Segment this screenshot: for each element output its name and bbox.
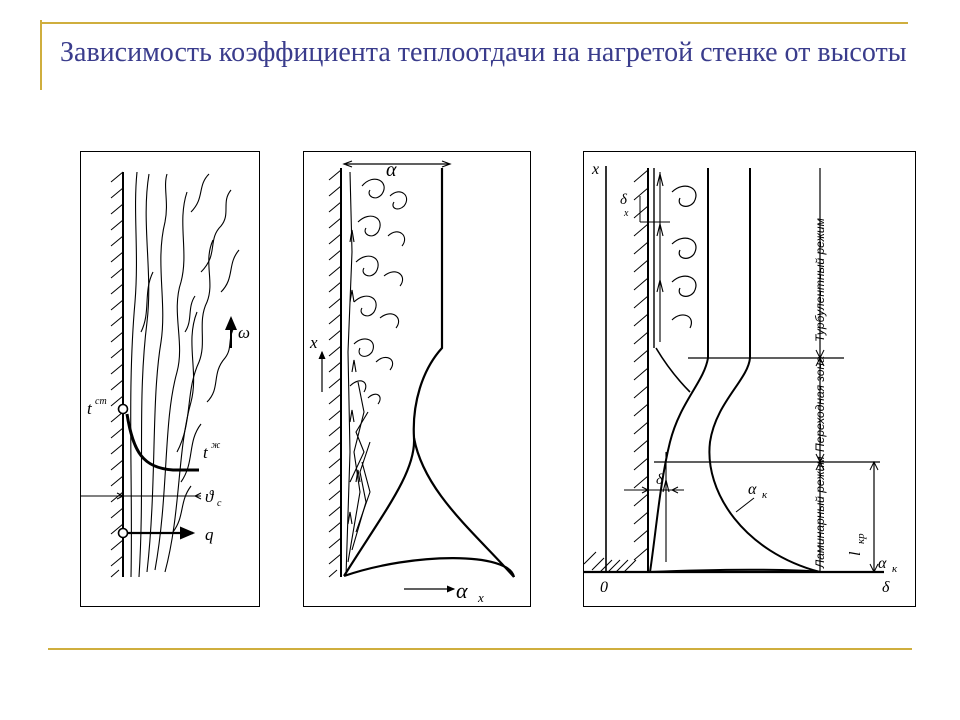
outer-boundary-edge: [649, 168, 821, 573]
transition-inner-curve: [655, 347, 691, 393]
wall-hatching: [328, 169, 342, 578]
alpha-x-curve-upper: [412, 437, 515, 578]
label-delta-bottom: δ: [656, 472, 664, 488]
label-turbulent-regime: Турбулентный режим: [813, 218, 827, 342]
label-height: x: [591, 161, 599, 178]
label-delta-top-sub: x: [623, 208, 629, 219]
label-alpha-x: α: [456, 578, 468, 603]
label-laminar-regime: Ламинарный режим: [813, 456, 827, 569]
label-alpha-x-sub: x: [477, 590, 484, 605]
footer-accent-line: [48, 648, 912, 650]
label-delta-top: δ: [620, 192, 628, 208]
label-alpha-top: α: [386, 159, 397, 181]
label-thickness-sub: с: [217, 498, 222, 509]
label-delta-axis: δ: [882, 579, 890, 596]
wall-hatching: [110, 171, 124, 578]
label-thickness: ϑ: [205, 487, 215, 506]
label-t-fluid: t: [203, 443, 209, 462]
alpha-k-leader: [735, 497, 755, 513]
label-origin: 0: [600, 579, 608, 596]
near-wall-flow-lines: [345, 171, 371, 577]
label-t-fluid-sup: ж: [211, 440, 221, 451]
label-velocity: ω: [238, 323, 250, 342]
wall-temperature-point: [117, 403, 129, 415]
alpha-profile-diagram: α x: [309, 159, 516, 605]
label-height: x: [309, 333, 318, 352]
label-alpha-axis-sub: к: [892, 563, 898, 575]
label-t-wall: t: [87, 399, 93, 418]
label-l-kr: l: [847, 551, 864, 556]
label-l-kr-sub: кр: [855, 533, 867, 544]
title-accent-vertical: [40, 20, 42, 90]
flow-regimes-diagram: x 0 δ x: [584, 161, 898, 596]
label-alpha-axis: α: [878, 555, 887, 572]
temperature-profile: [125, 413, 199, 472]
laminar-boundary-edge: [649, 168, 709, 573]
near-wall-arrows: [347, 229, 361, 525]
label-t-wall-sup: ст: [95, 396, 107, 407]
label-alpha-k: α: [748, 481, 757, 498]
alpha-x-curve: [343, 168, 516, 578]
flow-streamlines: [130, 171, 240, 578]
wall-hatching: [584, 169, 649, 573]
label-heat-flux: q: [205, 525, 214, 544]
flow-structure-diagram: t ст t ж ω ϑ с q: [81, 171, 250, 578]
turbulent-eddies: [349, 178, 408, 405]
panel-flow-structure: t ст t ж ω ϑ с q: [80, 151, 260, 607]
slide-title: Зависимость коэффициента теплоотдачи на …: [60, 37, 907, 68]
turbulent-eddies: [671, 185, 697, 329]
delta-top-dimension: [639, 196, 670, 223]
title-accent-horizontal: [40, 22, 908, 24]
label-transition-zone: Переходная зона: [813, 356, 827, 452]
panel-alpha-profile: α x: [303, 151, 531, 607]
panel-flow-regimes: x 0 δ x: [583, 151, 916, 607]
heat-flux-point: [117, 527, 129, 539]
label-alpha-k-sub: к: [762, 489, 768, 501]
near-wall-arrows: [656, 172, 670, 562]
